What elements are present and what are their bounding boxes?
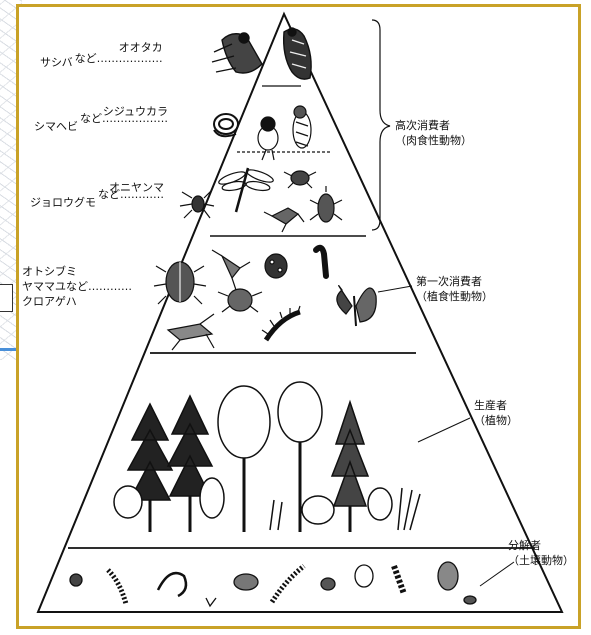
cedar-tree — [330, 399, 370, 532]
broadleaf-tree-1 — [217, 385, 271, 532]
conifer-tree-1 — [126, 402, 174, 532]
background-map-marker — [0, 284, 13, 312]
leader-decomposer — [479, 561, 515, 587]
conifer-tree-2 — [166, 394, 214, 532]
broadleaf-tree-2 — [277, 381, 323, 532]
caterpillar-illustration — [313, 244, 329, 279]
snake-illustration — [213, 113, 239, 138]
goshawk-illustration — [211, 32, 263, 74]
dragonfly-illustration — [218, 167, 274, 213]
background-map-road — [0, 348, 20, 351]
label-primary-consumer: 第一次消費者 （植食性動物） — [416, 275, 493, 303]
shrubs — [113, 477, 421, 531]
ladybug-illustration — [264, 253, 288, 279]
leader-primary — [377, 285, 413, 293]
label-herbivores: オトシブミ ヤママユなど………… クロアゲハ — [22, 265, 132, 308]
hairy-caterpillar-illustration — [261, 305, 301, 342]
grasshopper-illustration — [166, 313, 215, 351]
cricket-illustration — [211, 249, 251, 291]
weevil-illustration — [309, 186, 343, 223]
shrike-illustration — [292, 105, 312, 149]
tit-bird-illustration — [257, 116, 279, 161]
label-producer: 生産者 （植物） — [474, 399, 518, 427]
buzzard-illustration — [282, 27, 312, 80]
soil-animals-illustration — [69, 561, 477, 608]
higher-consumer-brace — [371, 19, 391, 231]
label-small-predators: オニヤンマ ジョロウグモなど………… — [30, 181, 164, 209]
spider-illustration — [179, 189, 215, 219]
label-raptors: オオタカ サシバなど……………… — [40, 41, 163, 69]
leaf-beetle-illustration — [217, 288, 263, 313]
stag-beetle-illustration — [153, 261, 207, 305]
pyramid-outline — [36, 11, 564, 613]
butterfly-illustration — [336, 285, 377, 327]
trees-illustration — [113, 381, 421, 532]
leader-producer — [417, 417, 471, 443]
beetle-illustration-small — [283, 170, 317, 189]
label-higher-consumer: 高次消費者 （肉食性動物） — [395, 119, 472, 147]
label-mid-predators: シジュウカラ シマヘビなど……………… — [34, 105, 168, 133]
label-decomposer: 分解者 （土壌動物） — [508, 539, 574, 567]
mantis-illustration — [263, 207, 305, 233]
